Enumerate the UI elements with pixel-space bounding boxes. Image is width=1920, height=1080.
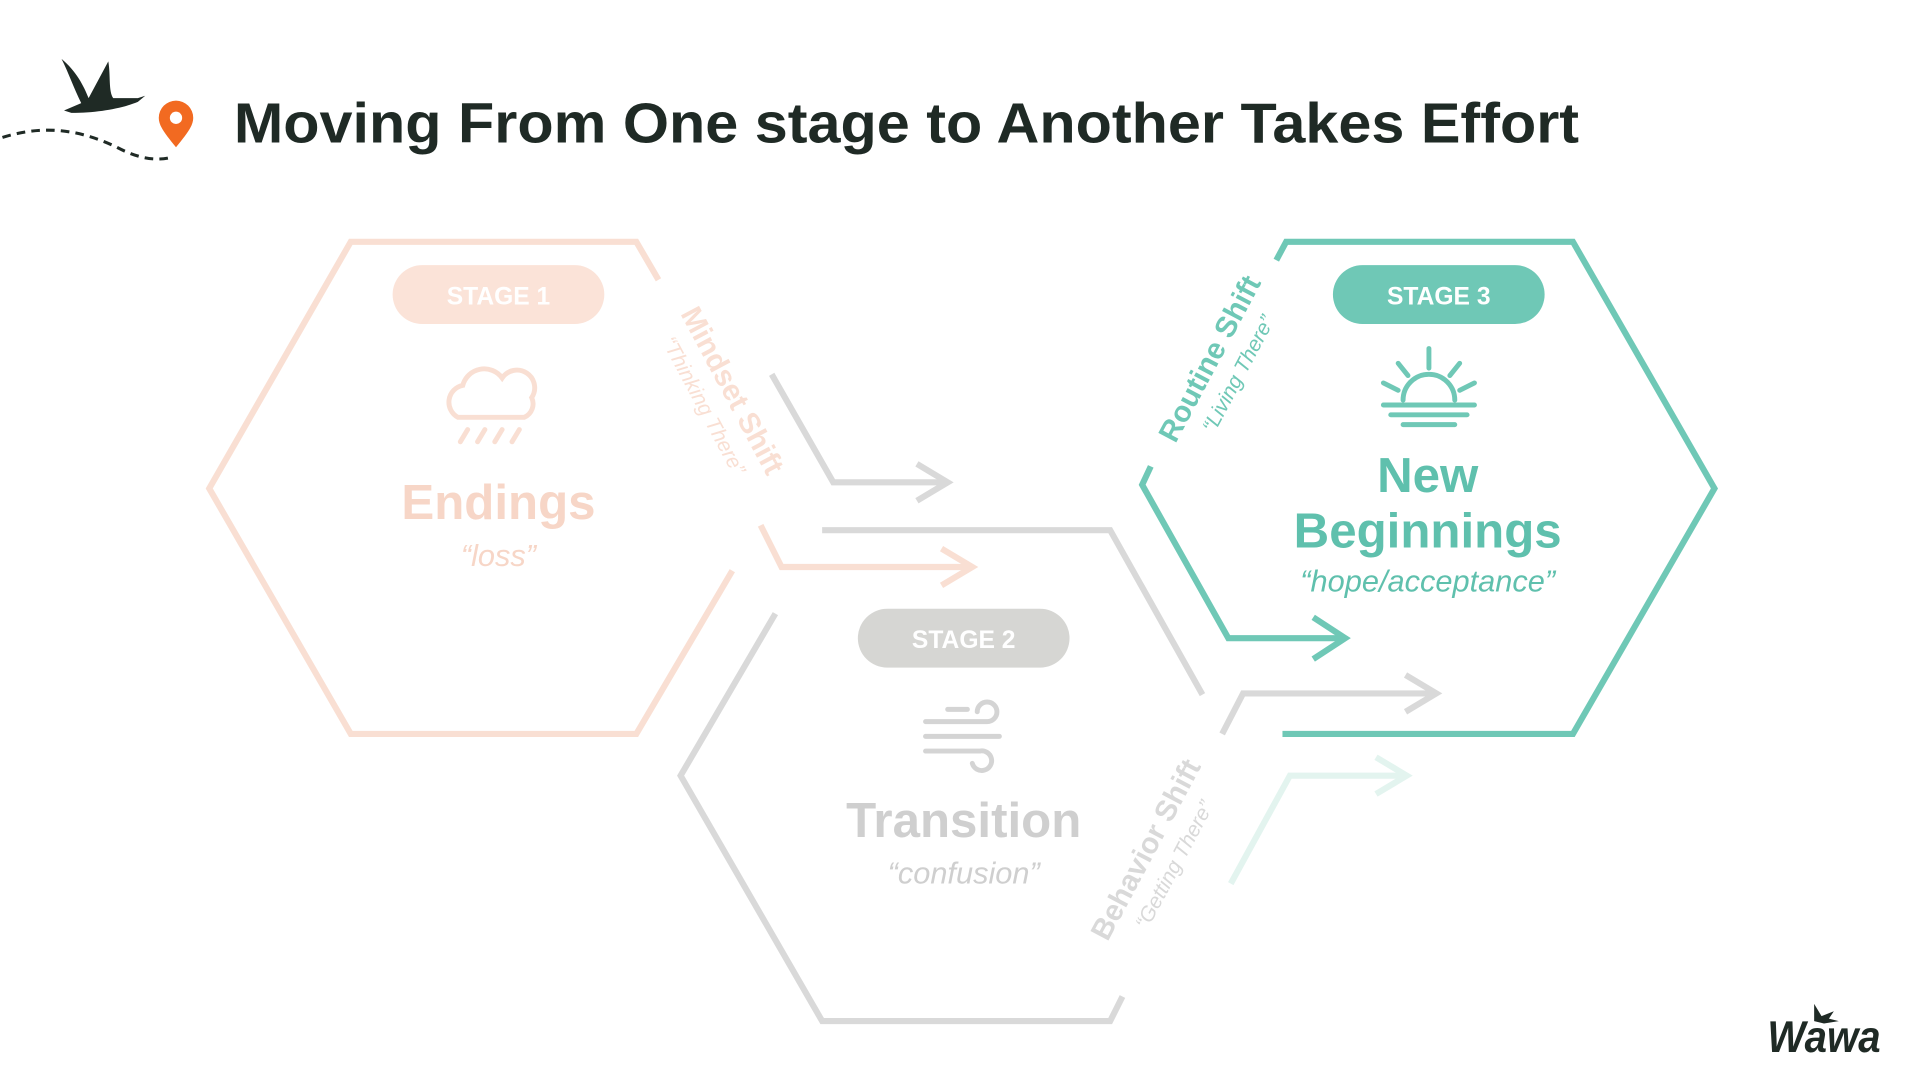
wind-icon (923, 699, 1002, 773)
stage-1-title: Endings (401, 475, 595, 530)
rain-cloud-icon (446, 366, 538, 445)
stage-2-title: Transition (846, 793, 1081, 848)
stage-1-hexagon (205, 238, 735, 737)
stage-1-badge: STAGE 1 (392, 265, 605, 324)
stage-3-hexagon (1273, 238, 1719, 737)
bird-icon (61, 58, 146, 113)
arrowhead-icon (939, 545, 979, 589)
stage-3-title-line1: New (1377, 448, 1479, 503)
page-title: Moving From One stage to Another Takes E… (234, 91, 1579, 154)
goose-logo-icon (1814, 1003, 1839, 1024)
arrow-light-teal (1228, 772, 1407, 886)
stage-3-badge-label: STAGE 3 (1387, 283, 1490, 310)
dashed-path-icon (1, 128, 173, 161)
stage-2-badge-label: STAGE 2 (912, 627, 1015, 654)
stage-3-title-line2: Beginnings (1294, 503, 1562, 558)
stage-2-badge: STAGE 2 (857, 608, 1070, 668)
arrow-peach (757, 523, 973, 571)
wawa-logo: Wawa (1767, 1003, 1881, 1062)
stage-2-hexagon (677, 612, 1126, 1025)
arrowhead-icon (1311, 614, 1351, 662)
stage-2-hexagon-top (822, 527, 1206, 697)
arrowhead-icon (915, 461, 954, 504)
stage-3-badge: STAGE 3 (1332, 265, 1545, 324)
stage-1-subtitle: “loss” (461, 538, 538, 573)
arrow-teal (1138, 465, 1346, 642)
wawa-logo-text: Wawa (1767, 1013, 1880, 1062)
stage-1-badge-label: STAGE 1 (447, 283, 550, 310)
arrow-gray-1 (769, 372, 948, 486)
stage-2-subtitle: “confusion” (888, 856, 1042, 891)
arrow-gray-2 (1219, 690, 1437, 736)
sunrise-icon (1380, 346, 1477, 428)
arrowhead-icon (1374, 754, 1413, 797)
stage-3-subtitle: “hope/acceptance” (1300, 564, 1557, 599)
header-logo-icon (1, 58, 194, 161)
arrowhead-icon (1403, 672, 1443, 715)
